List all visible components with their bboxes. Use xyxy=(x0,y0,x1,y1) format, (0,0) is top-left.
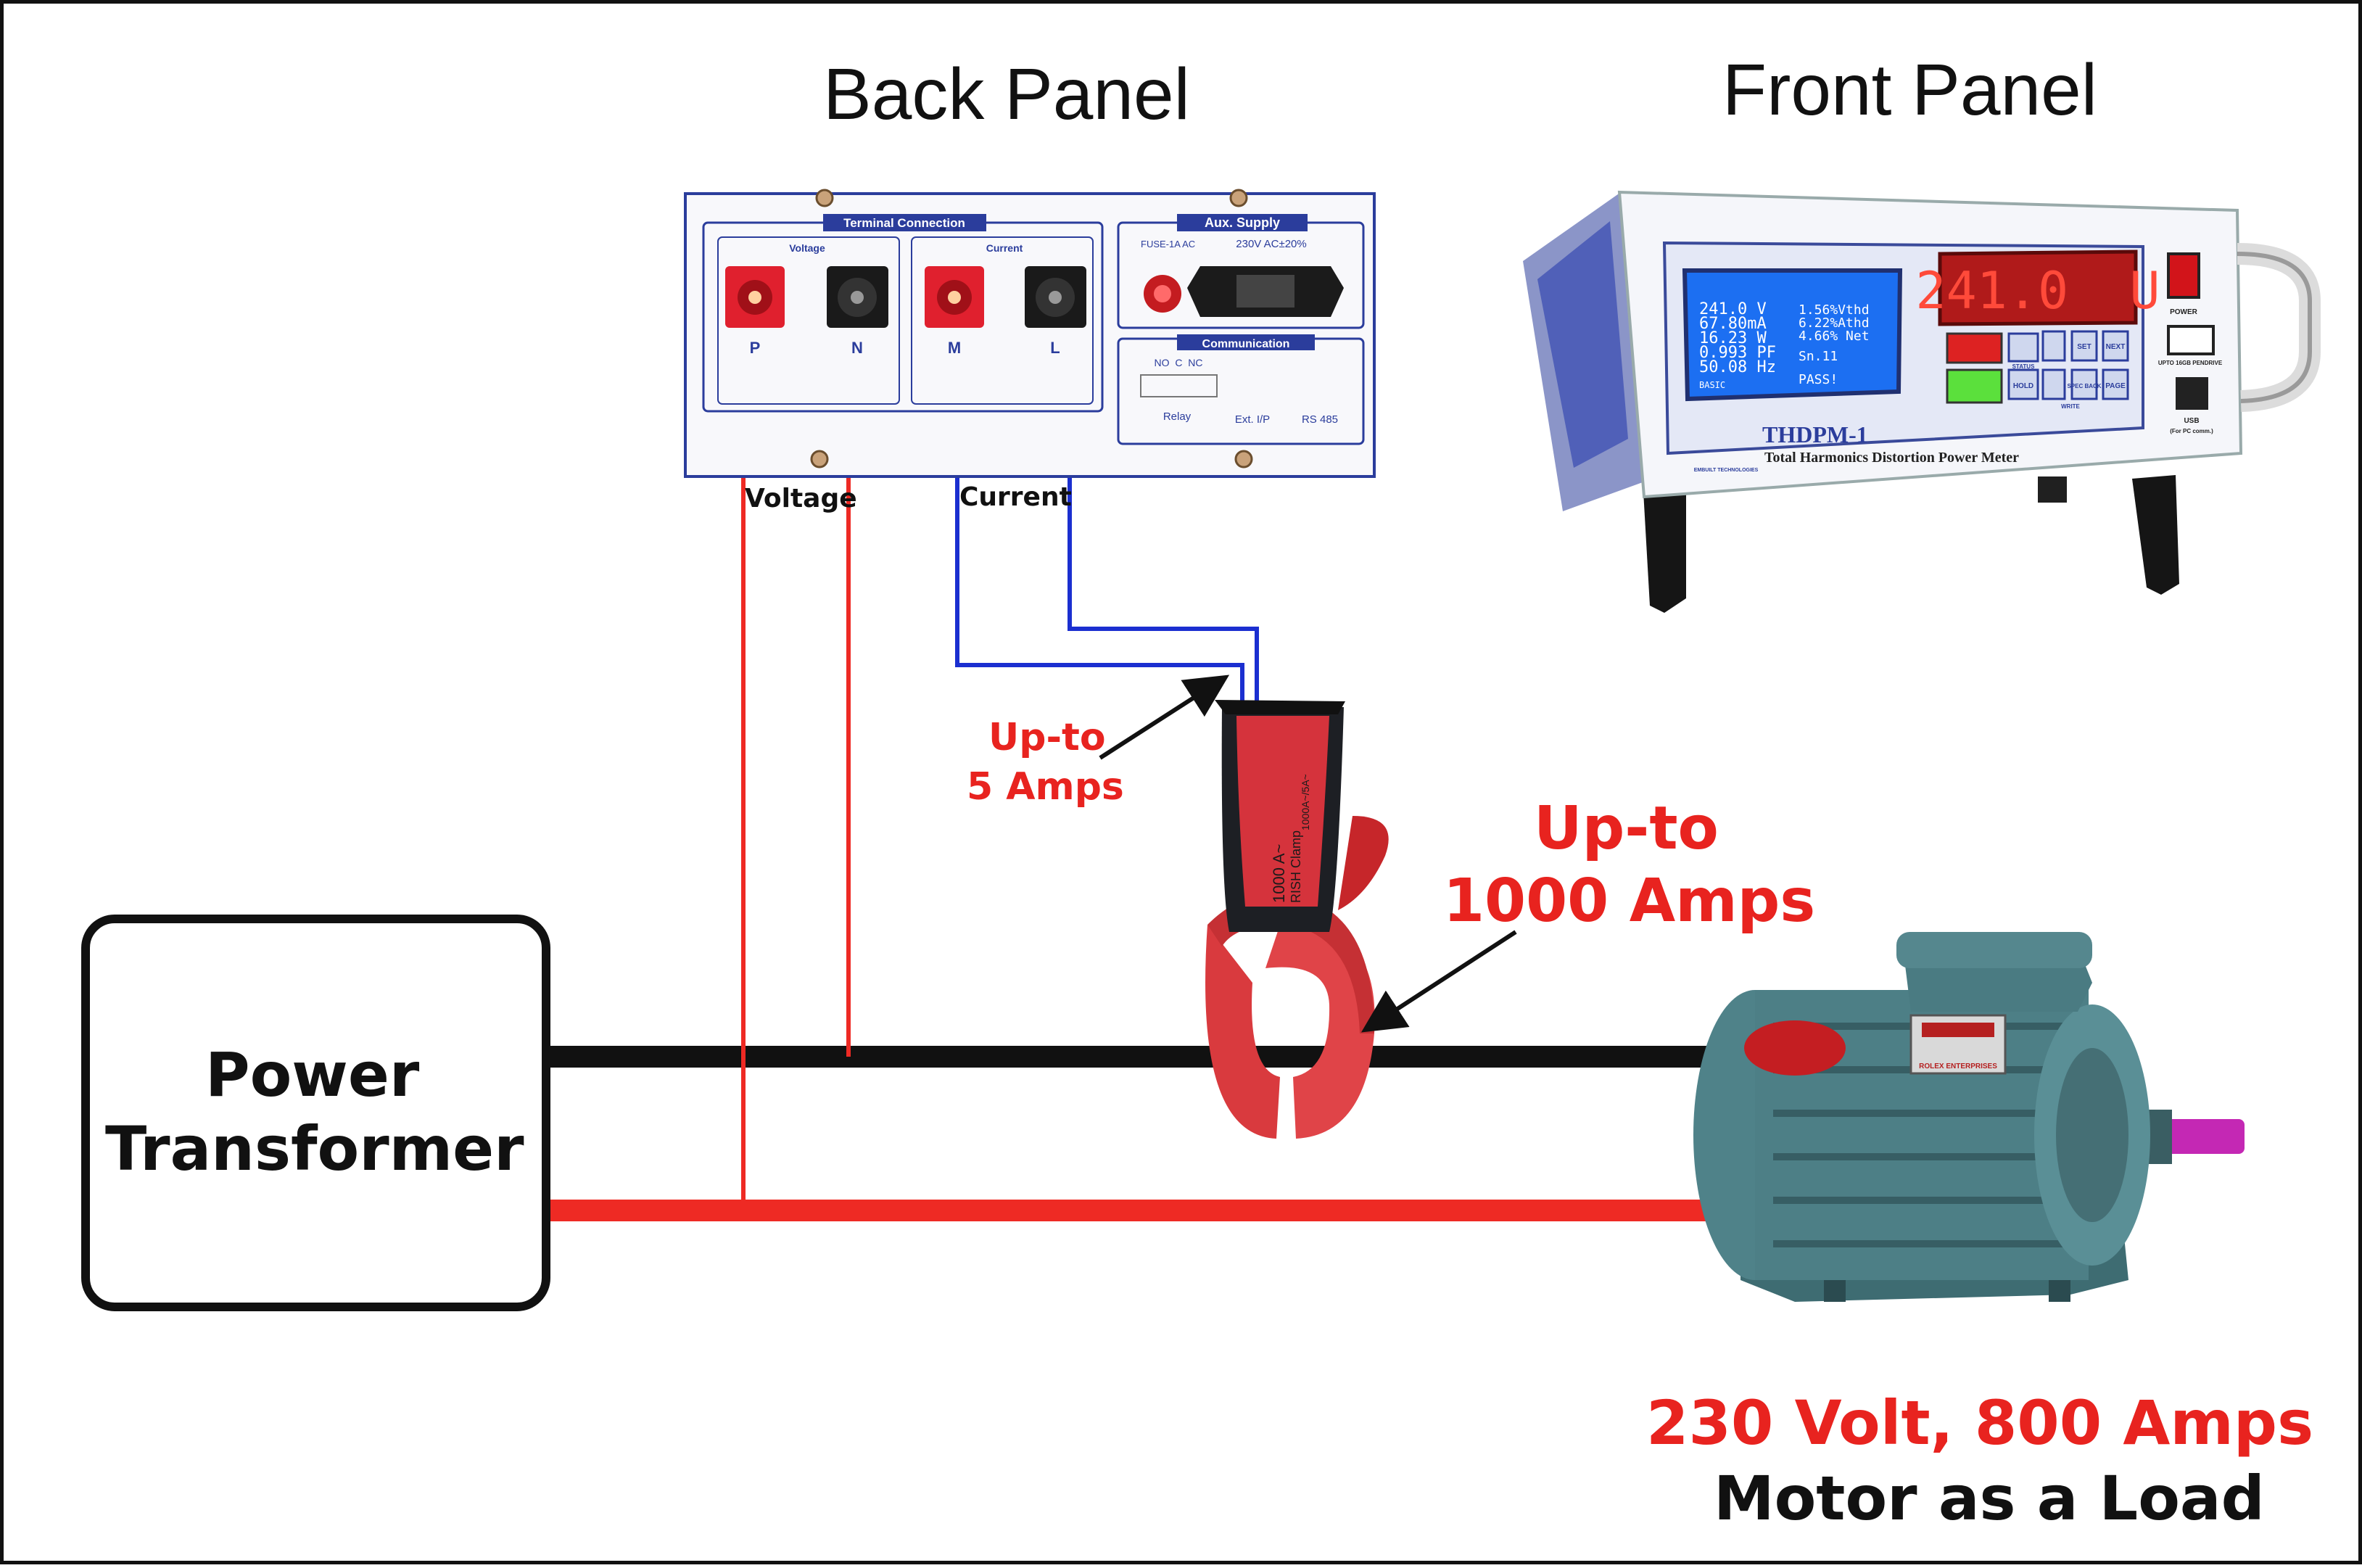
front-panel-heading: Front Panel xyxy=(1722,49,2097,131)
led-readout: 241.0 U xyxy=(1915,261,2160,321)
clamp-meter xyxy=(1205,700,1389,1139)
terminal-n-label: N xyxy=(851,339,863,357)
terminal-l-label: L xyxy=(1050,339,1060,357)
page-button-label: PAGE xyxy=(2105,382,2126,390)
lcd-right-line-2: 6.22%Athd xyxy=(1799,315,1870,331)
load-description-label: Motor as a Load xyxy=(1714,1463,2265,1534)
terminal-connection-label: Terminal Connection xyxy=(843,216,965,230)
model-description: Total Harmonics Distortion Power Meter xyxy=(1764,450,2019,466)
lcd-left-line-3: 16.23 W xyxy=(1699,329,1767,347)
clamp-secondary-label-line-2: 5 Amps xyxy=(967,765,1124,809)
current-group-label: Current xyxy=(986,242,1023,254)
model-label: THDPM-1 xyxy=(1762,421,1868,447)
motor-brand: ROLEX ENTERPRISES xyxy=(1919,1062,1997,1070)
spec-back-button-label: SPEC BACK xyxy=(2067,383,2101,389)
clamp-rating: 1000 A~ xyxy=(1270,844,1288,903)
lcd-left-line-5: 50.08 Hz xyxy=(1699,358,1776,376)
clamp-ratio: 1000A~/5A~ xyxy=(1300,774,1311,830)
voltage-wire-label: Voltage xyxy=(745,484,857,513)
write-label: WRITE xyxy=(2061,403,2080,410)
lcd-left-line-4: 0.993 PF xyxy=(1699,344,1776,362)
clamp-primary-label-line-2: 1000 Amps xyxy=(1443,867,1816,936)
clamp-secondary-arrow xyxy=(1099,674,1230,760)
clamp-primary-arrow xyxy=(1360,930,1517,1033)
brand-label: EMBUILT TECHNOLOGIES xyxy=(1694,468,1759,473)
meter-front-panel xyxy=(1523,190,2321,613)
back-panel xyxy=(684,189,1376,478)
terminal-m-label: M xyxy=(948,339,961,357)
usb-port-label: UPTO 16GB PENDRIVE xyxy=(2158,360,2223,366)
clamp-primary-label-line-1: Up-to xyxy=(1534,794,1719,863)
transformer-label-line-1: Power xyxy=(205,1039,420,1110)
power-transformer-box xyxy=(81,915,550,1311)
lcd-right-line-4: Sn.11 xyxy=(1799,349,1838,364)
relay-contacts-label: NO C NC xyxy=(1155,357,1203,368)
clamp-secondary-label-line-1: Up-to xyxy=(988,716,1106,759)
ext-ip-label: Ext. I/P xyxy=(1235,413,1270,426)
motor xyxy=(1693,932,2245,1302)
lcd-right-line-3: 4.66% Net xyxy=(1799,329,1870,344)
set-button-label: SET xyxy=(2077,343,2091,351)
clamp-brand: RISH Clamp xyxy=(1289,830,1303,903)
lcd-left-line-1: 241.0 V xyxy=(1699,300,1767,318)
hold-button-label: HOLD xyxy=(2013,382,2033,390)
supply-rating-label: 230V AC±20% xyxy=(1236,238,1306,250)
back-panel-heading: Back Panel xyxy=(823,54,1190,135)
communication-label: Communication xyxy=(1202,338,1290,350)
lcd-right-line-5: PASS! xyxy=(1799,372,1838,387)
next-button-label: NEXT xyxy=(2106,343,2126,351)
load-rating-label: 230 Volt, 800 Amps xyxy=(1646,1387,2314,1458)
rs485-label: RS 485 xyxy=(1302,413,1338,426)
usb-note-label: (For PC comm.) xyxy=(2170,428,2213,434)
aux-supply-label: Aux. Supply xyxy=(1205,215,1280,230)
relay-label: Relay xyxy=(1163,410,1192,423)
fuse-label: FUSE-1A AC xyxy=(1141,239,1195,249)
power-label: POWER xyxy=(2170,308,2198,316)
wiring-diagram: Terminal Connection Voltage Current P N … xyxy=(81,189,2321,1311)
usb-label: USB xyxy=(2184,417,2199,425)
terminal-p-label: P xyxy=(750,339,761,357)
transformer-label-line-2: Transformer xyxy=(105,1113,524,1184)
voltage-group-label: Voltage xyxy=(789,242,825,254)
lcd-footer: BASIC xyxy=(1699,380,1725,390)
status-label: STATUS xyxy=(2012,363,2035,370)
current-wire-label: Current xyxy=(959,482,1072,512)
lcd-left-line-2: 67.80mA xyxy=(1699,315,1767,333)
lcd-right-line-1: 1.56%Vthd xyxy=(1799,302,1870,318)
